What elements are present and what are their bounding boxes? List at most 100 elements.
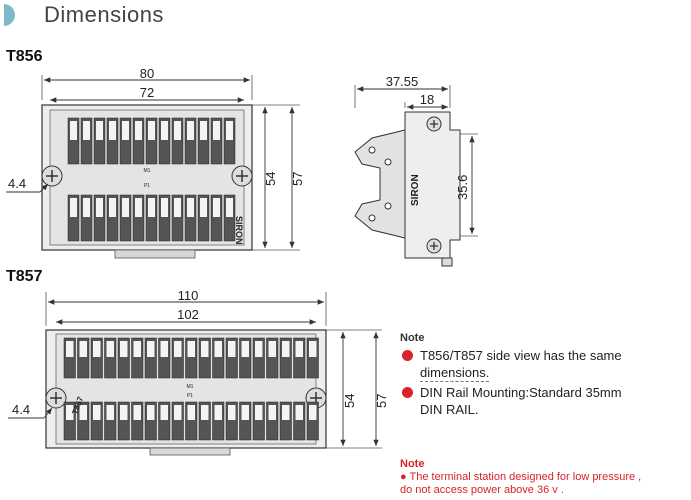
terminal-slot [120, 405, 128, 420]
terminal [252, 401, 265, 441]
notes-heading: Note [400, 332, 425, 344]
terminal-slot [93, 405, 101, 420]
side-rail-label: 35.6 [455, 175, 470, 200]
terminal [80, 117, 93, 165]
warning-text: do not access power above 36 v . [400, 484, 564, 496]
t856-code-row-bottom: P1 [144, 183, 150, 189]
terminal [119, 117, 132, 165]
t857-code-row-top: M1 [187, 384, 194, 390]
note-line: dimensions. [420, 365, 490, 382]
terminal [293, 401, 306, 441]
terminal [104, 401, 117, 441]
terminal-slot [268, 405, 276, 420]
terminal [67, 117, 80, 165]
terminal [117, 337, 130, 379]
terminal-slot [66, 405, 74, 420]
terminal [279, 337, 292, 379]
terminal-slot [226, 198, 233, 217]
warning-text: ● The terminal station designed for low … [400, 471, 642, 483]
terminal-slot [147, 405, 155, 420]
terminal [225, 401, 238, 441]
terminal [171, 401, 184, 441]
terminal [117, 401, 130, 441]
terminal-slot [161, 198, 168, 217]
terminal [185, 337, 198, 379]
terminal-slot [135, 121, 142, 140]
terminal-slot [174, 341, 182, 357]
t857-mount-label: 4.4 [12, 402, 30, 417]
red-bullet-icon [402, 350, 413, 361]
terminal-slot [133, 341, 141, 357]
terminal-slot [174, 121, 181, 140]
terminal-slot [309, 405, 317, 420]
terminal-slot [174, 198, 181, 217]
terminal [80, 194, 93, 242]
terminal [63, 337, 76, 379]
t856-width-outer-label: 80 [140, 66, 154, 81]
terminal-slot [79, 341, 87, 357]
terminal [184, 117, 197, 165]
terminal [198, 337, 211, 379]
terminal-slot [135, 198, 142, 217]
terminal-slot [187, 341, 195, 357]
terminal [77, 401, 90, 441]
terminal [158, 194, 171, 242]
terminal-slot [213, 121, 220, 140]
terminal [239, 337, 252, 379]
t856-height-inner-label: 54 [263, 172, 278, 186]
terminal-slot [96, 121, 103, 140]
terminal [223, 117, 236, 165]
terminal [184, 194, 197, 242]
terminal-slot [200, 198, 207, 217]
terminal-slot [133, 405, 141, 420]
terminal-slot [161, 121, 168, 140]
note-line: DIN RAIL. [420, 402, 479, 417]
terminal [225, 337, 238, 379]
note-line: T856/T857 side view has the same [420, 348, 622, 363]
terminal [212, 401, 225, 441]
terminal [132, 194, 145, 242]
terminal-slot [120, 341, 128, 357]
side-depth-inner-label: 18 [420, 92, 434, 107]
terminal-slot [295, 341, 303, 357]
terminal [171, 117, 184, 165]
terminal-slot [255, 341, 263, 357]
terminal-slot [187, 405, 195, 420]
terminal-slot [83, 121, 90, 140]
terminal [93, 117, 106, 165]
side-brand-vertical: SIRON [410, 174, 421, 206]
terminal-slot [295, 405, 303, 420]
t856-height-outer-label: 57 [290, 172, 305, 186]
terminal-slot [147, 341, 155, 357]
terminal [210, 117, 223, 165]
terminal-slot [160, 405, 168, 420]
terminal-slot [268, 341, 276, 357]
terminal [279, 401, 292, 441]
t857-height-inner-label: 54 [342, 394, 357, 408]
terminal-slot [79, 405, 87, 420]
terminal [306, 401, 319, 441]
terminal [293, 337, 306, 379]
page-title: Dimensions [44, 2, 164, 27]
terminal-slot [214, 405, 222, 420]
terminal [131, 401, 144, 441]
terminal [158, 337, 171, 379]
terminal [106, 194, 119, 242]
terminal [132, 117, 145, 165]
terminal [77, 337, 90, 379]
terminal-slot [148, 198, 155, 217]
t856-brand-vertical: SIRON [234, 216, 244, 245]
terminal-slot [109, 198, 116, 217]
terminal [223, 194, 236, 242]
terminal-slot [201, 405, 209, 420]
terminal-slot [213, 198, 220, 217]
terminal-slot [148, 121, 155, 140]
terminal-slot [226, 121, 233, 140]
terminal [158, 117, 171, 165]
terminal [210, 194, 223, 242]
terminal [266, 401, 279, 441]
terminal-slot [309, 341, 317, 357]
terminal [104, 337, 117, 379]
terminal-slot [255, 405, 263, 420]
